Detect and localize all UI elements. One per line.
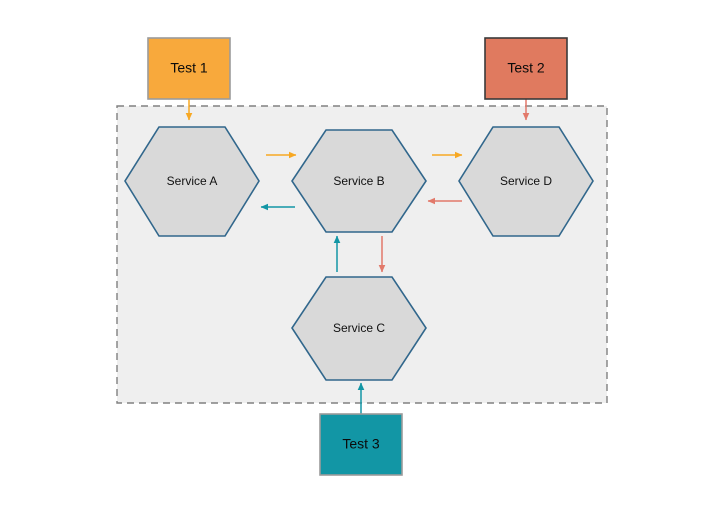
service-c-label: Service C [333, 321, 385, 335]
service-a-node[interactable]: Service A [124, 126, 260, 237]
service-c-hexagon[interactable] [291, 276, 427, 381]
test-2-node[interactable]: Test 2 [484, 37, 568, 100]
service-b-label: Service B [333, 174, 384, 188]
test-1-label: Test 1 [170, 60, 208, 76]
service-a-hexagon[interactable] [124, 126, 260, 237]
service-b-hexagon[interactable] [291, 129, 427, 233]
test-3-node[interactable]: Test 3 [319, 413, 403, 476]
test-1-node[interactable]: Test 1 [147, 37, 231, 100]
test-1-box[interactable] [147, 37, 231, 100]
test-2-box[interactable] [484, 37, 568, 100]
test-3-label: Test 3 [342, 436, 380, 452]
service-c-node[interactable]: Service C [291, 276, 427, 381]
service-a-label: Service A [167, 174, 218, 188]
service-b-node[interactable]: Service B [291, 129, 427, 233]
service-d-label: Service D [500, 174, 552, 188]
test-2-label: Test 2 [507, 60, 545, 76]
service-d-hexagon[interactable] [458, 126, 594, 237]
service-d-node[interactable]: Service D [458, 126, 594, 237]
test-3-box[interactable] [319, 413, 403, 476]
